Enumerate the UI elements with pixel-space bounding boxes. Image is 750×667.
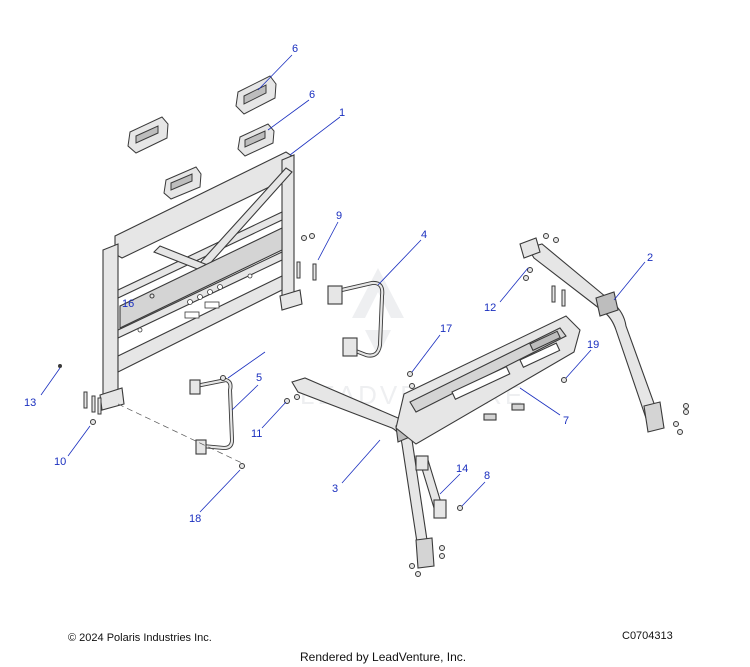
callout-3: 3 — [332, 483, 338, 495]
callout-6b: 6 — [309, 89, 315, 101]
callout-labels: 1 2 3 4 5 6 6 7 8 9 10 11 12 13 14 16 17… — [24, 43, 653, 525]
callout-4: 4 — [421, 229, 427, 241]
rendered-by-credit: Rendered by LeadVenture, Inc. — [300, 650, 467, 664]
callout-9: 9 — [336, 210, 342, 222]
callout-19: 19 — [587, 339, 599, 351]
grab-handle-left-top — [127, 116, 169, 154]
callout-13: 13 — [24, 397, 36, 409]
grab-handle-left-bottom — [163, 166, 202, 200]
callout-18: 18 — [189, 513, 201, 525]
callout-11: 11 — [251, 428, 262, 440]
callout-6a: 6 — [292, 43, 298, 55]
alignment-line — [117, 403, 245, 465]
copyright-notice: © 2024 Polaris Industries Inc. — [68, 632, 212, 644]
callout-8: 8 — [484, 470, 490, 482]
strap-part-14 — [415, 455, 447, 519]
rear-panel-part-7 — [395, 315, 581, 445]
diagram-code: C0704313 — [622, 630, 673, 642]
front-frame-holes — [137, 273, 253, 333]
bracket-part-4 — [327, 280, 385, 358]
callout-1: 1 — [339, 107, 345, 119]
bracket-part-5 — [189, 377, 235, 455]
hardware-fasteners — [58, 233, 689, 577]
roll-bar-part-2 — [519, 237, 665, 433]
front-frame-part-1 — [99, 151, 303, 411]
grab-handle-part-6a — [235, 75, 277, 115]
callout-5: 5 — [256, 372, 262, 384]
leader-lines — [40, 54, 646, 513]
callout-16: 16 — [122, 298, 134, 310]
callout-2: 2 — [647, 252, 653, 264]
callout-12: 12 — [484, 302, 496, 314]
callout-10: 10 — [54, 456, 66, 468]
callout-14: 14 — [456, 463, 468, 475]
grab-handle-part-6b — [237, 123, 275, 157]
callout-7: 7 — [563, 415, 569, 427]
callout-17: 17 — [440, 323, 452, 335]
